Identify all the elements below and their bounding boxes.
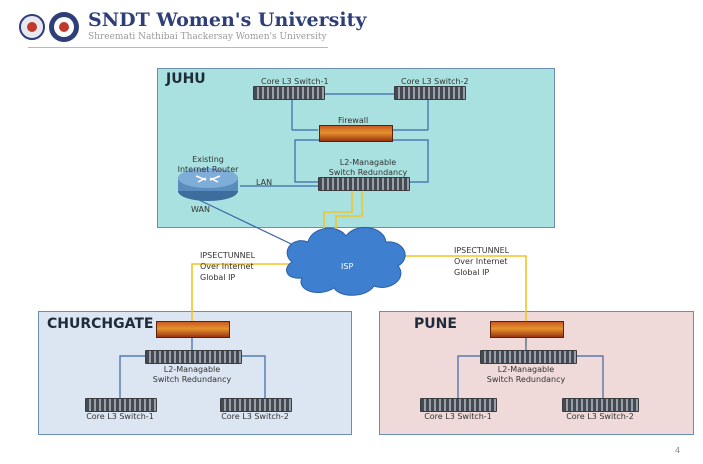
- pune-l2-switch-label-2: Switch Redundancy: [486, 375, 566, 384]
- site-label-juhu: JUHU: [166, 71, 206, 87]
- churchgate-core-switch-1-icon: [85, 398, 157, 412]
- juhu-core-switch-1-icon: [253, 86, 325, 100]
- site-label-pune: PUNE: [414, 316, 457, 332]
- tunnel-left-line-2: Over Internet: [200, 262, 254, 271]
- slide-header: SNDT Women's University Shreemati Nathib…: [0, 0, 703, 52]
- churchgate-internal-links: [119, 338, 266, 398]
- tunnel-left-line-3: Global IP: [200, 273, 236, 282]
- tunnel-left-line-1: IPSECTUNNEL: [200, 251, 256, 260]
- churchgate-l2-switch-label-1: L2-Managable: [163, 365, 221, 374]
- site-label-churchgate: CHURCHGATE: [47, 316, 154, 332]
- juhu-l2-switch-label-1: L2-Managable: [339, 158, 397, 167]
- site-juhu: [157, 68, 555, 228]
- university-logo-icon: [19, 12, 79, 42]
- lan-label: LAN: [256, 178, 273, 187]
- churchgate-core-switch-1-label: Core L3 Switch-1: [86, 412, 154, 421]
- juhu-core-switch-1-label: Core L3 Switch-1: [261, 77, 329, 86]
- juhu-firewall-label: Firewall: [338, 116, 369, 125]
- pune-firewall-icon: [490, 321, 564, 338]
- header-divider: [28, 47, 328, 48]
- isp-cloud-icon: [286, 227, 406, 296]
- pune-l2-switch-icon: [480, 350, 577, 364]
- juhu-firewall-icon: [319, 125, 393, 142]
- isp-label: ISP: [341, 262, 354, 271]
- churchgate-core-switch-2-label: Core L3 Switch-2: [221, 412, 289, 421]
- churchgate-core-switch-2-icon: [220, 398, 292, 412]
- pune-core-switch-2-label: Core L3 Switch-2: [566, 412, 634, 421]
- tunnel-right-line-3: Global IP: [454, 268, 490, 277]
- pune-internal-links: [457, 338, 604, 398]
- juhu-core-switch-2-label: Core L3 Switch-2: [401, 77, 469, 86]
- churchgate-firewall-icon: [156, 321, 230, 338]
- churchgate-l2-switch-label-2: Switch Redundancy: [152, 375, 232, 384]
- pune-l2-switch-label-1: L2-Managable: [497, 365, 555, 374]
- wan-label: WAN: [191, 205, 210, 214]
- router-label-2: Internet Router: [177, 165, 239, 174]
- university-subtitle: Shreemati Nathibai Thackersay Women's Un…: [88, 32, 327, 42]
- page-number: 4: [675, 446, 681, 455]
- router-label-1: Existing: [192, 155, 224, 164]
- pune-core-switch-1-icon: [420, 398, 497, 412]
- university-title: SNDT Women's University: [88, 9, 367, 31]
- pune-core-switch-2-icon: [562, 398, 639, 412]
- juhu-core-switch-2-icon: [394, 86, 466, 100]
- juhu-l2-switch-icon: [318, 177, 410, 191]
- juhu-internal-links: [194, 93, 429, 253]
- churchgate-l2-switch-icon: [145, 350, 242, 364]
- tunnel-right-line-1: IPSECTUNNEL: [454, 246, 510, 255]
- pune-core-switch-1-label: Core L3 Switch-1: [424, 412, 492, 421]
- router-icon: [178, 168, 238, 201]
- juhu-l2-switch-label-2: Switch Redundancy: [328, 168, 408, 177]
- tunnel-right-line-2: Over Internet: [454, 257, 508, 266]
